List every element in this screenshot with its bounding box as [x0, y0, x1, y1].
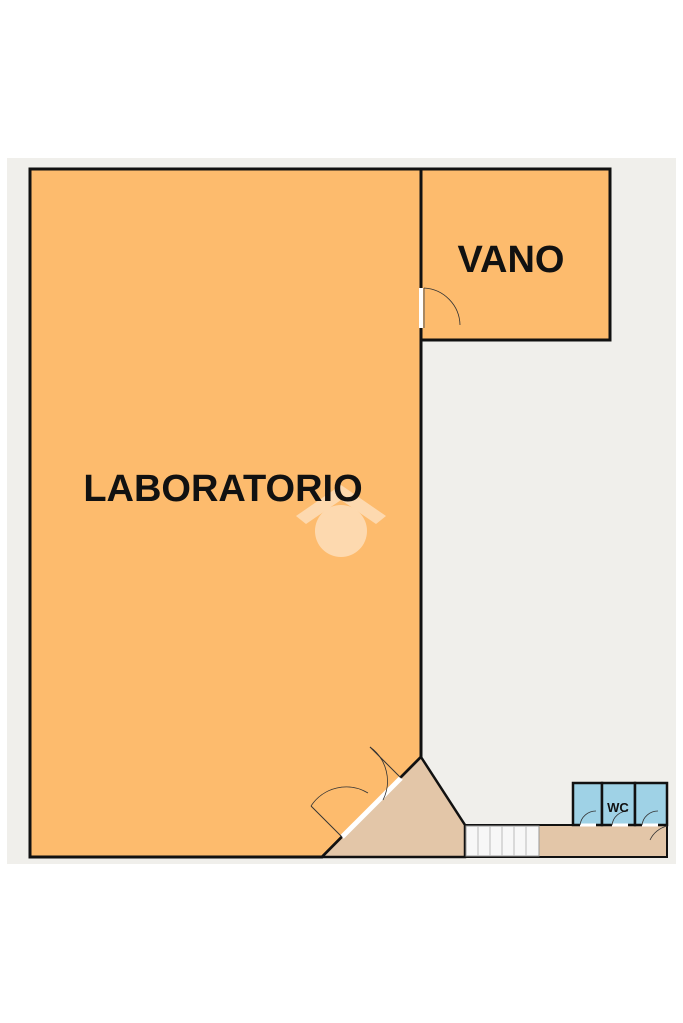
door-swing-icon [611, 810, 629, 826]
door-laboratorio-vano [419, 287, 461, 328]
door-swing-icon [641, 810, 659, 826]
door-entry-diagonal [310, 746, 403, 839]
room-vano [419, 167, 612, 342]
watermark-logo-icon [296, 485, 386, 557]
room-label-laboratorio: LABORATORIO [83, 468, 362, 510]
bathroom-left [571, 781, 604, 827]
door-swing-icon [369, 746, 388, 801]
door-swing-icon [579, 810, 597, 826]
bathroom-block [571, 781, 669, 841]
stairs-icon [465, 825, 540, 857]
room-label-vano: VANO [458, 239, 565, 281]
bathroom-wc [600, 781, 637, 827]
door-swing-icon [423, 287, 461, 326]
room-label-wc: WC [607, 800, 629, 815]
door-swing-icon [310, 786, 369, 807]
bathroom-right [633, 781, 669, 827]
door-swing-icon [649, 825, 668, 841]
